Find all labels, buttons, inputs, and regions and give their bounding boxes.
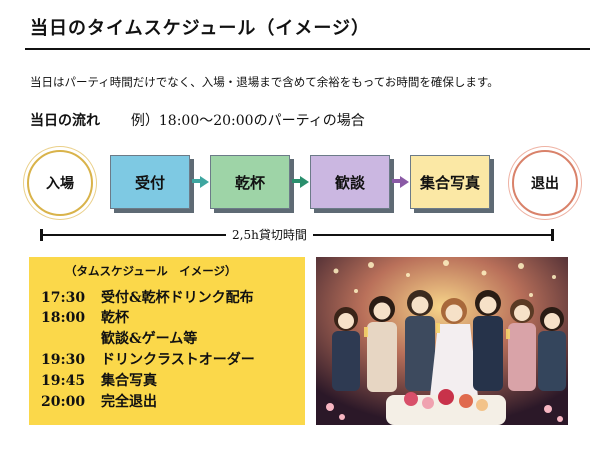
schedule-row: 歓談&ゲーム等 — [41, 328, 197, 348]
flow-end-circle: 退出 — [512, 150, 578, 216]
flow-step-chat: 歓談 — [310, 155, 390, 209]
schedule-event: 集合写真 — [101, 373, 157, 389]
schedule-row: 20:00 完全退出 — [41, 391, 157, 411]
arrow-right-icon — [300, 176, 309, 188]
flow-start-circle: 入場 — [27, 150, 93, 216]
flow-step-label: 集合写真 — [419, 173, 480, 192]
intro-text: 当日はパーティ時間だけでなく、入場・退場まで含めて余裕をもってお時間を確保します… — [30, 75, 499, 89]
schedule-panel: （タムスケジュール イメージ） 17:30 受付&乾杯ドリンク配布 18:00 乾杯… — [29, 257, 305, 425]
flow-example: 例）18:00〜20:00のパーティの場合 — [130, 113, 365, 129]
schedule-event: 乾杯 — [101, 310, 129, 326]
page-title: 当日のタイムスケジュール（イメージ） — [30, 18, 371, 39]
schedule-heading: （タムスケジュール イメージ） — [65, 264, 237, 278]
title-divider — [25, 48, 590, 50]
schedule-time: 19:30 — [41, 352, 86, 368]
arrow-shaft — [392, 179, 402, 183]
schedule-time: 18:00 — [41, 310, 86, 326]
schedule-row: 19:30 ドリンクラストオーダー — [41, 349, 255, 369]
flow-step-reception: 受付 — [110, 155, 190, 209]
arrow-shaft — [192, 179, 202, 183]
flow-heading-label: 当日の流れ — [30, 113, 100, 129]
schedule-event: ドリンクラストオーダー — [101, 352, 255, 368]
duration-label: 2,5h貸切時間 — [226, 226, 313, 243]
schedule-time: 20:00 — [41, 394, 86, 410]
flow-step-toast: 乾杯 — [210, 155, 290, 209]
duration-cap-left — [40, 229, 43, 241]
duration-cap-right — [551, 229, 554, 241]
arrow-shaft — [292, 179, 302, 183]
schedule-row: 17:30 受付&乾杯ドリンク配布 — [41, 287, 254, 307]
schedule-row: 19:45 集合写真 — [41, 370, 157, 390]
flow-step-label: 歓談 — [334, 173, 365, 192]
schedule-time: 19:45 — [41, 373, 86, 389]
schedule-event: 完全退出 — [101, 394, 157, 410]
arrow-right-icon — [200, 176, 209, 188]
flow-step-label: 受付 — [134, 173, 165, 192]
party-illustration — [316, 257, 568, 425]
flow-heading: 当日の流れ 例）18:00〜20:00のパーティの場合 — [30, 110, 365, 130]
party-scene-image — [316, 257, 568, 425]
flow-step-label: 乾杯 — [234, 173, 265, 192]
flow-end-label: 退出 — [531, 176, 559, 192]
schedule-time: 17:30 — [41, 290, 86, 306]
flow-step-group-photo: 集合写真 — [410, 155, 490, 209]
schedule-row: 18:00 乾杯 — [41, 307, 129, 327]
flow-start-label: 入場 — [46, 176, 74, 192]
arrow-right-icon — [400, 176, 409, 188]
schedule-event: 受付&乾杯ドリンク配布 — [101, 290, 254, 306]
schedule-event: 歓談&ゲーム等 — [101, 331, 198, 347]
